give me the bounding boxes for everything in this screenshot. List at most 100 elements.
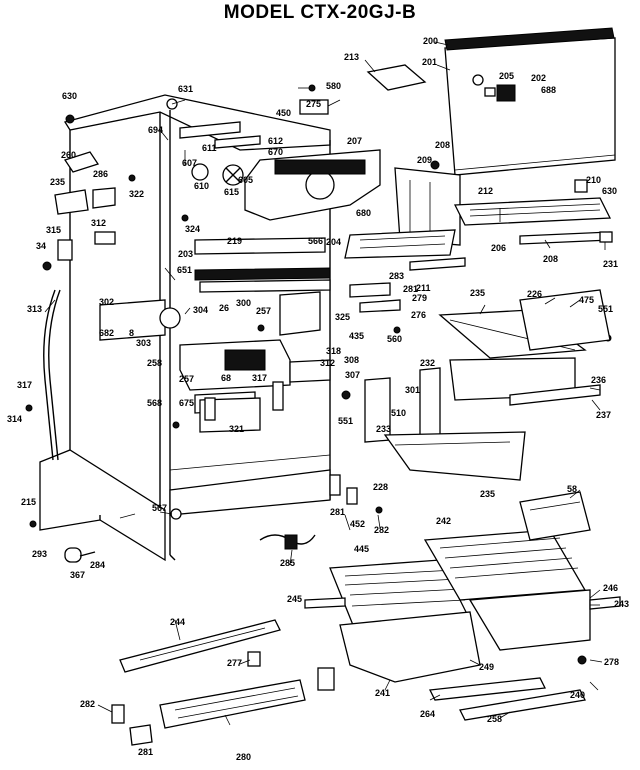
part-number-label: 435 [349,331,364,341]
part-number-label: 212 [478,186,493,196]
part-number-label: 682 [99,328,114,338]
part-number-label: 510 [391,408,406,418]
part-number-label: 281 [403,284,418,294]
part-number-label: 211 [416,283,431,293]
part-number-label: 203 [178,249,193,259]
part-number-label: 207 [347,136,362,146]
part-number-label: 200 [423,36,438,46]
part-number-label: 206 [491,243,506,253]
part-number-label: 201 [422,57,437,67]
fresh-food-shelves [364,289,611,481]
part-number-label: 235 [470,288,485,298]
part-number-label: 630 [602,186,617,196]
part-number-label: 551 [598,304,613,314]
part-number-label: 551 [338,416,353,426]
part-number-label: 276 [411,310,426,320]
freezer-shelves [344,167,613,271]
part-number-label: 208 [543,254,558,264]
leader-lines [44,41,606,726]
part-number-label: 605 [238,175,253,185]
part-number-label: 246 [603,583,618,593]
part-number-label: 281 [138,747,153,757]
part-number-label: 34 [36,241,46,251]
part-number-label: 445 [354,544,369,554]
part-number-label: 580 [326,81,341,91]
part-number-label: 237 [596,410,611,420]
part-number-label: 300 [236,298,251,308]
part-number-label: 278 [604,657,619,667]
hinge-brackets [43,151,358,563]
part-number-label: 242 [436,516,451,526]
part-number-label: 315 [46,225,61,235]
part-number-label: 219 [227,236,242,246]
part-number-label: 243 [614,599,629,609]
part-number-label: 245 [287,594,302,604]
freezer-door [299,27,616,176]
part-number-label: 264 [420,709,435,719]
part-number-label: 293 [32,549,47,559]
part-number-label: 283 [389,271,404,281]
part-number-label: 282 [80,699,95,709]
part-number-label: 204 [326,237,341,247]
part-number-label: 282 [374,525,389,535]
part-number-label: 213 [344,52,359,62]
part-number-label: 322 [129,189,144,199]
part-number-label: 228 [373,482,388,492]
part-number-label: 302 [99,297,114,307]
part-number-label: 367 [70,570,85,580]
part-number-label: 675 [179,398,194,408]
part-number-label: 318 [326,346,341,356]
part-number-label: 308 [344,355,359,365]
part-number-label: 210 [586,175,601,185]
part-number-label: 240 [570,690,585,700]
control-housing [99,237,401,433]
part-number-label: 235 [480,489,495,499]
crisper-drawers [304,491,621,721]
part-number-label: 275 [306,99,321,109]
evaporator-assembly [179,121,381,221]
part-number-label: 226 [527,289,542,299]
part-number-label: 277 [227,658,242,668]
part-number-label: 286 [93,169,108,179]
part-number-label: 670 [268,147,283,157]
part-number-label: 630 [62,91,77,101]
part-number-label: 610 [194,181,209,191]
part-number-label: 475 [579,295,594,305]
part-number-label: 233 [376,424,391,434]
bottom-rails [111,619,335,746]
part-number-label: 26 [219,303,229,313]
part-number-label: 280 [236,752,251,762]
part-number-label: 304 [193,305,208,315]
part-number-label: 312 [320,358,335,368]
part-number-label: 260 [61,150,76,160]
part-number-label: 566 [308,236,323,246]
part-number-label: 567 [152,503,167,513]
part-number-label: 607 [182,158,197,168]
part-number-label: 8 [129,328,134,338]
part-number-label: 560 [387,334,402,344]
part-number-label: 235 [50,177,65,187]
part-number-label: 615 [224,187,239,197]
part-number-label: 312 [91,218,106,228]
part-number-label: 317 [252,373,267,383]
part-number-label: 236 [591,375,606,385]
part-number-label: 215 [21,497,36,507]
part-number-label: 314 [7,414,22,424]
part-number-label: 307 [345,370,360,380]
part-number-label: 244 [170,617,185,627]
part-number-label: 257 [256,306,271,316]
part-number-label: 321 [229,424,244,434]
part-number-label: 324 [185,224,200,234]
part-number-label: 279 [412,293,427,303]
part-number-label: 208 [435,140,450,150]
part-number-label: 257 [179,374,194,384]
part-number-label: 284 [90,560,105,570]
part-number-label: 58 [567,484,577,494]
part-number-label: 612 [268,136,283,146]
part-number-label: 241 [375,688,390,698]
part-number-label: 231 [603,259,618,269]
part-number-label: 202 [531,73,546,83]
